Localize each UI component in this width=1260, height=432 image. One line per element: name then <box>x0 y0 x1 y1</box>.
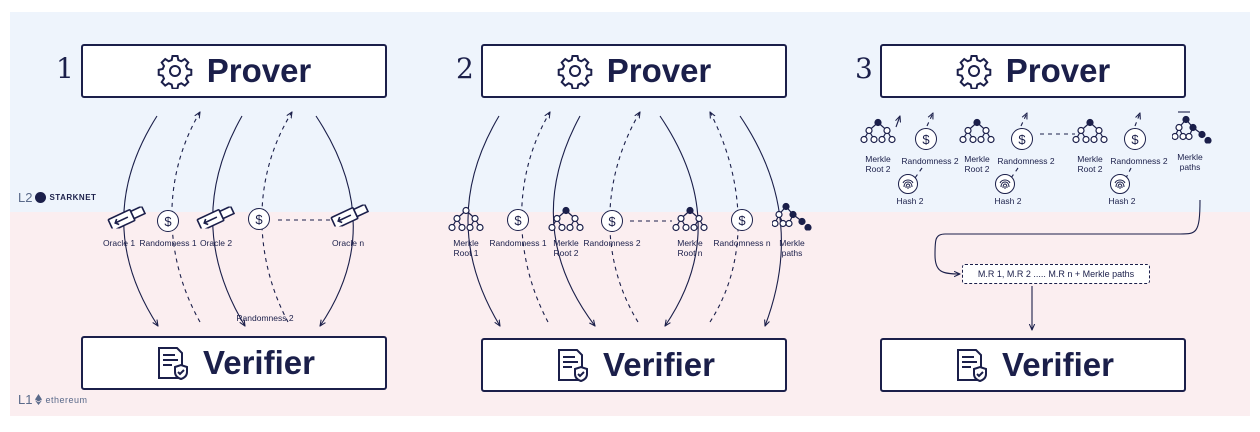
oracle-label: Oracle 2 <box>199 238 233 248</box>
document-shield-icon <box>553 347 589 383</box>
prover-box-1: Prover <box>81 44 387 98</box>
merkle-tree-icon <box>672 206 708 238</box>
l1-layer-label: L1 ethereum <box>18 392 88 407</box>
solid-arrow <box>934 199 1201 274</box>
hash-label: Hash 2 <box>994 196 1022 206</box>
coin-icon: $ <box>731 209 753 231</box>
merkle-summary-box: M.R 1, M.R 2 ..... M.R n + Merkle paths <box>962 264 1150 284</box>
verifier-label: Verifier <box>203 344 315 381</box>
verifier-label: Verifier <box>1002 346 1114 383</box>
hash-label: Hash 2 <box>896 196 924 206</box>
verifier-box-2: Verifier <box>481 338 787 392</box>
randomness-label: Randomness 2 <box>901 156 959 166</box>
coin-icon: $ <box>601 210 623 232</box>
coin-icon: $ <box>157 210 179 232</box>
randomness-label: Randomness n <box>713 238 771 248</box>
merkle-tree-icon <box>1072 118 1108 150</box>
ethereum-brand: ethereum <box>45 394 88 405</box>
short-arrow <box>896 116 900 128</box>
short-arrow <box>1134 113 1140 127</box>
hash-label: Hash 2 <box>1108 196 1136 206</box>
coin-icon: $ <box>1124 128 1146 150</box>
coin-icon: $ <box>1011 128 1033 150</box>
merkle-tree-icon <box>959 118 995 150</box>
usb-oracle-icon <box>105 205 149 234</box>
prover-box-3: Prover <box>880 44 1186 98</box>
randomness-label: Randomness 1 <box>139 238 197 248</box>
prover-label: Prover <box>606 52 712 89</box>
solid-arrow <box>315 115 354 326</box>
randomness-label: Randomness 2 <box>997 156 1055 166</box>
arrow-label: Randomness 2 <box>236 313 294 323</box>
gear-icon <box>956 53 992 89</box>
solid-arrow <box>467 115 500 326</box>
oracle-label: Oracle n <box>331 238 365 248</box>
l2-layer-label: L2 STARKNET <box>18 190 96 205</box>
verifier-box-3: Verifier <box>880 338 1186 392</box>
coin-icon: $ <box>915 128 937 150</box>
fingerprint-icon <box>1110 174 1130 194</box>
randomness-label: Randomness 1 <box>489 238 547 248</box>
short-arrow <box>926 113 933 127</box>
coin-icon: $ <box>507 209 529 231</box>
l1-label: L1 <box>18 392 33 407</box>
merkle-path-icon <box>771 202 812 236</box>
step-number-1: 1 <box>56 52 74 85</box>
usb-oracle-icon <box>328 203 372 232</box>
step-number-3: 3 <box>855 52 873 85</box>
solid-arrow <box>659 115 699 326</box>
verifier-label: Verifier <box>603 346 715 383</box>
coin-icon: $ <box>248 208 270 230</box>
verifier-box-1: Verifier <box>81 336 387 390</box>
gear-icon <box>557 53 593 89</box>
starknet-brand: STARKNET <box>49 193 97 202</box>
ethereum-logo-icon <box>35 394 43 405</box>
randomness-label: Randomness 2 <box>1110 156 1168 166</box>
randomness-label: Randomness 2 <box>583 238 641 248</box>
fingerprint-icon <box>995 174 1015 194</box>
merkle-tree-icon <box>860 118 896 150</box>
l2-label: L2 <box>18 190 33 205</box>
gear-icon <box>157 53 193 89</box>
prover-box-2: Prover <box>481 44 787 98</box>
short-arrow <box>1020 113 1027 127</box>
merkle-tree-icon <box>548 206 584 238</box>
document-shield-icon <box>952 347 988 383</box>
document-shield-icon <box>153 345 189 381</box>
merkle-tree-icon <box>448 206 484 238</box>
merkle-path-icon <box>1171 115 1212 149</box>
short-link <box>914 167 923 179</box>
dashed-arrow <box>710 112 739 323</box>
prover-label: Prover <box>206 52 312 89</box>
starknet-logo-icon <box>35 192 47 203</box>
usb-oracle-icon <box>194 205 238 234</box>
oracle-label: Oracle 1 <box>102 238 136 248</box>
prover-label: Prover <box>1005 52 1111 89</box>
fingerprint-icon <box>898 174 918 194</box>
step-number-2: 2 <box>456 52 474 85</box>
